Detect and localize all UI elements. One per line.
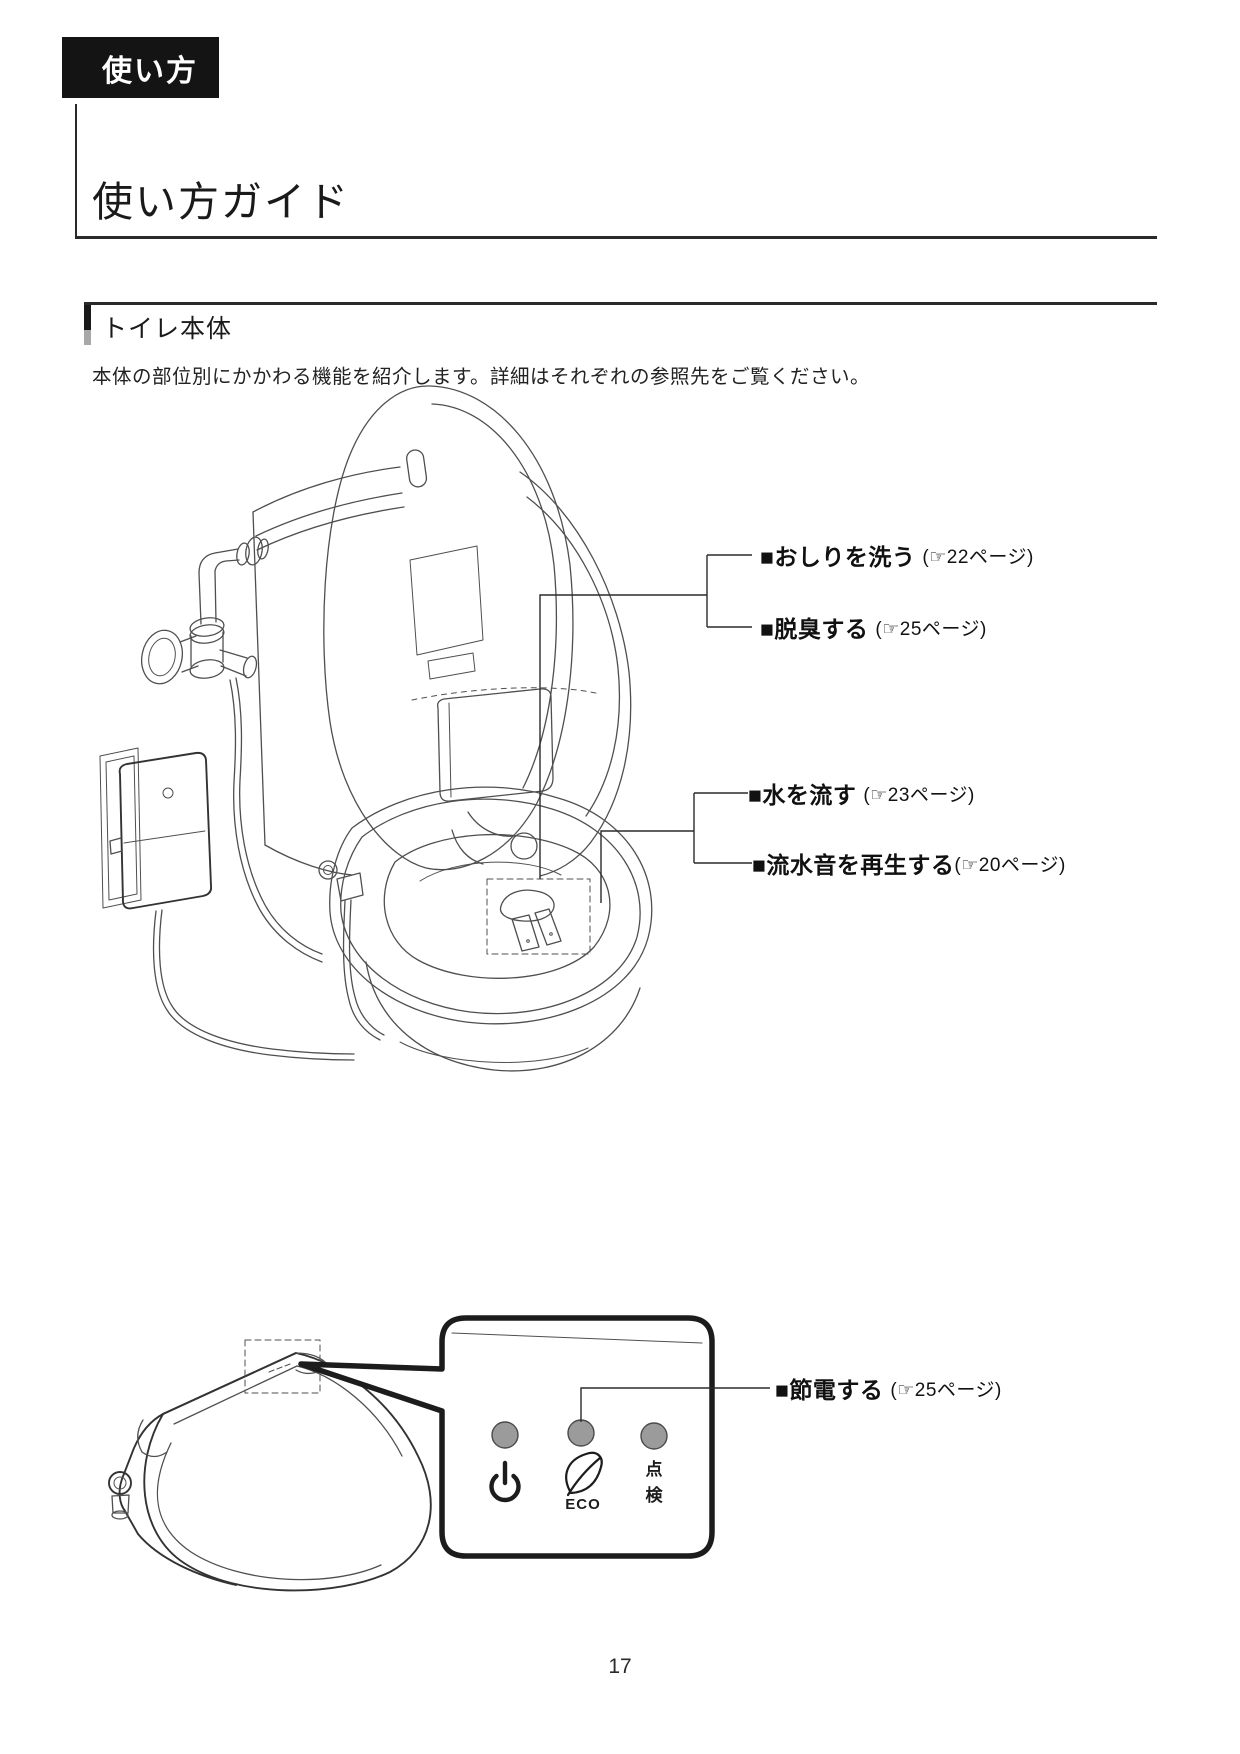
section-top-rule <box>84 302 1157 305</box>
wall-outlet-plug-art <box>99 747 355 1061</box>
callout-deodorize-label: ■脱臭する <box>760 616 869 642</box>
callout-flush-label: ■水を流す <box>748 782 857 808</box>
page-title: 使い方ガイド <box>92 179 350 225</box>
category-tag: 使い方 <box>62 37 219 98</box>
nozzle-detail-art <box>486 878 591 955</box>
led-indicator-eco <box>567 1419 595 1447</box>
callout-energy-save: ■節電する (☞25ページ) <box>775 1373 1002 1403</box>
callout-deodorize-page-ref: (☞25ページ) <box>875 618 987 640</box>
callout-wash-label: ■おしりを洗う <box>760 544 916 570</box>
callout-flush-sound-page-ref: (☞20ページ) <box>954 854 1066 876</box>
control-panel-callout <box>298 1315 770 1559</box>
callout-flush-sound: ■流水音を再生する (☞20ページ) <box>752 848 1066 878</box>
title-left-rule <box>75 104 77 237</box>
toilet-seat-ring-art <box>411 471 632 877</box>
callout-deodorize: ■脱臭する (☞25ページ) <box>760 612 987 642</box>
intro-text: 本体の部位別にかかわる機能を紹介します。詳細はそれぞれの参照先をご覧ください。 <box>92 366 871 388</box>
led-indicator-power <box>491 1421 519 1449</box>
seat-unit-art <box>108 1339 432 1592</box>
callout-energy-save-page-ref: (☞25ページ) <box>890 1379 1002 1401</box>
callout-wash: ■おしりを洗う (☞22ページ) <box>760 540 1034 570</box>
eco-text-label: ECO <box>565 1496 601 1513</box>
inspection-text-label: 点検 <box>645 1460 663 1506</box>
eco-leaf-icon <box>565 1451 603 1497</box>
section-left-bar <box>84 305 91 345</box>
toilet-lid-art <box>323 385 574 871</box>
power-icon <box>489 1460 521 1503</box>
led-indicator-inspection <box>640 1422 668 1450</box>
energy-save-connector-line <box>580 1387 770 1422</box>
callout-flush-page-ref: (☞23ページ) <box>863 784 975 806</box>
callout-flush: ■水を流す (☞23ページ) <box>748 778 975 808</box>
toilet-illustration <box>99 385 752 1072</box>
toilet-bowl-art <box>329 786 653 1072</box>
section-title: トイレ本体 <box>102 315 233 343</box>
callout-flush-sound-label: ■流水音を再生する <box>752 852 955 878</box>
shutoff-valve-art <box>140 536 385 1041</box>
toilet-tank-art <box>252 466 405 876</box>
callout-wash-page-ref: (☞22ページ) <box>922 546 1034 568</box>
callout-energy-save-label: ■節電する <box>775 1377 884 1403</box>
page-number: 17 <box>608 1655 632 1678</box>
title-underline <box>75 236 1157 239</box>
category-tag-label: 使い方 <box>102 54 198 88</box>
callout-connector-lines <box>539 554 752 903</box>
